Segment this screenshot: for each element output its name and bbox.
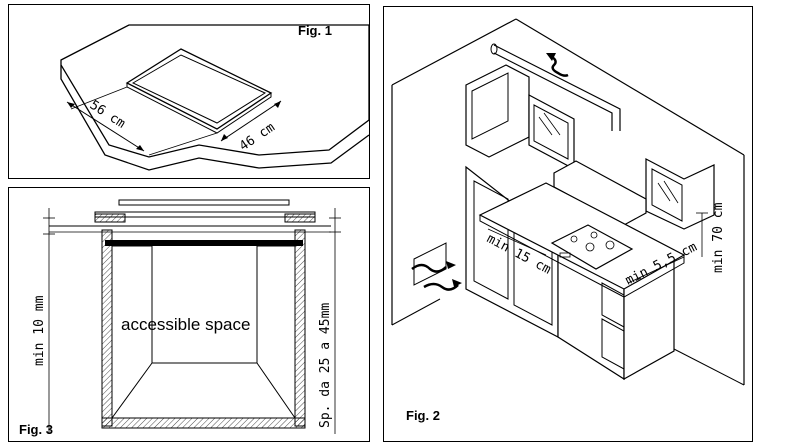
fig1-panel: 56 cm 46 cm Fig. 1 <box>8 4 370 179</box>
air-inlet-vent <box>411 242 462 291</box>
cutout-opening <box>125 48 273 134</box>
fig2-caption: Fig. 2 <box>406 408 440 423</box>
gap-label: min 10 mm <box>32 295 47 366</box>
dimension-min-15 <box>487 228 547 256</box>
dim-height-label: min 70 cm <box>711 202 726 273</box>
fig1-countertop-cutout-drawing: 56 cm 46 cm Fig. 1 <box>60 23 370 171</box>
dimension-min-70 <box>696 212 708 257</box>
airflow-arrow-top <box>546 53 569 77</box>
dimension-line-depth <box>220 100 282 142</box>
thickness-label: Sp. da 25 a 45mm <box>318 303 333 428</box>
cabinet-walls <box>101 229 306 429</box>
fig2-panel: min 15 cm min 5,5 cm min 70 cm Fig. 2 <box>383 6 753 442</box>
fig3-cabinet-section-drawing: min 10 mm Sp. da 25 a 45mm accessible sp… <box>19 199 341 437</box>
room-walls <box>391 18 745 386</box>
fig1-caption: Fig. 1 <box>298 23 332 38</box>
gap-dimension <box>43 208 55 434</box>
dimension-min-5-5 <box>627 256 685 284</box>
countertop <box>60 24 370 171</box>
fig3-caption: Fig. 3 <box>19 422 53 437</box>
dim-depth-label: 46 cm <box>237 120 278 154</box>
hob-unit <box>94 199 316 223</box>
fig2-kitchen-installation-drawing: min 15 cm min 5,5 cm min 70 cm Fig. 2 <box>391 18 745 423</box>
dim-length-label: 56 cm <box>87 98 128 132</box>
countertop-section <box>49 225 331 233</box>
hob <box>550 224 634 270</box>
fig3-panel: min 10 mm Sp. da 25 a 45mm accessible sp… <box>8 187 370 442</box>
inner-space <box>111 245 296 419</box>
dimension-line-length <box>66 86 218 156</box>
accessible-space-label: accessible space <box>121 315 250 334</box>
exhaust-duct <box>490 43 621 131</box>
thickness-dimension <box>329 208 341 434</box>
